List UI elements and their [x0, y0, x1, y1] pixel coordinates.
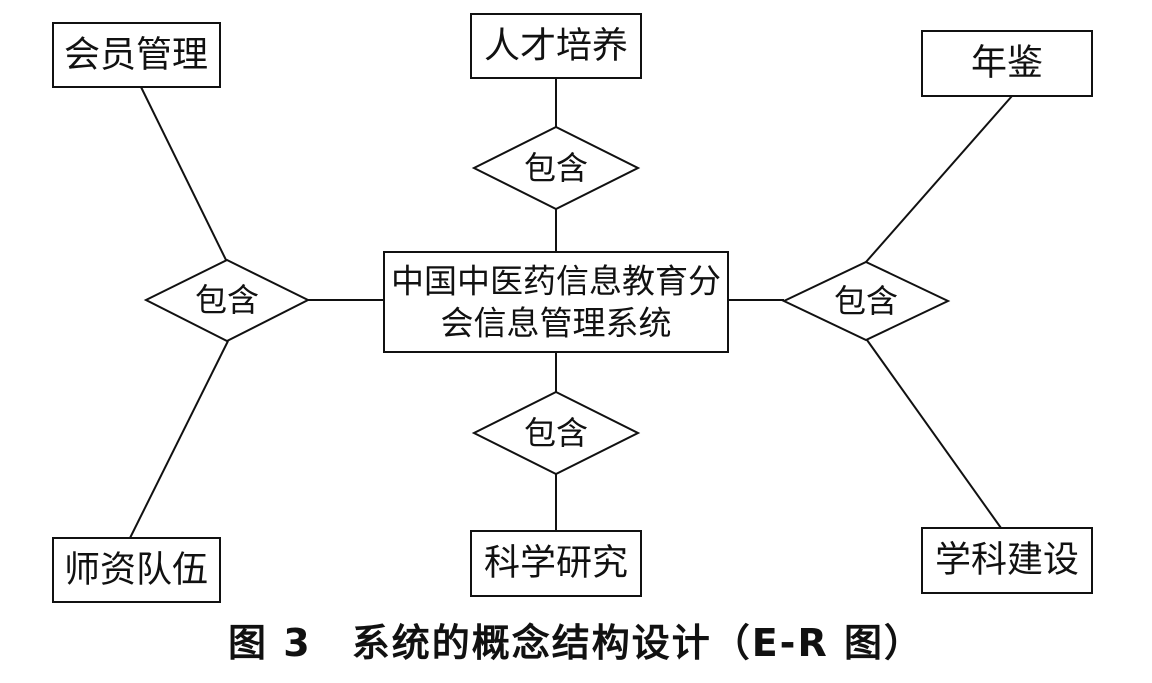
relation-right-diamond [781, 260, 951, 342]
entity-shizi-box [52, 537, 221, 603]
entity-keyan-label: 科学研究 [484, 543, 628, 584]
system-title-line1: 中国中医药信息教育分 [391, 262, 721, 301]
entity-nianjian-box [921, 30, 1093, 97]
edge-left-huiyuan [140, 86, 227, 261]
relation-top-label: 包含 [524, 149, 588, 187]
relation-bottom-diamond [471, 390, 641, 476]
relation-top-diamond [471, 125, 641, 211]
relation-bottom-label: 包含 [524, 414, 588, 452]
edge-right-nianjian [865, 95, 1013, 263]
entity-nianjian-label: 年鉴 [971, 43, 1043, 84]
relation-left-label: 包含 [195, 281, 259, 319]
system-title-line2: 会信息管理系统 [441, 304, 672, 343]
entity-shizi-label: 师资队伍 [64, 550, 208, 591]
entity-xueke-box [921, 527, 1093, 594]
relation-left-diamond [143, 258, 311, 343]
figure-caption: 图 3 系统的概念结构设计（E-R 图） [228, 621, 924, 665]
connectors [129, 78, 1013, 539]
entity-xueke-label: 学科建设 [935, 540, 1079, 581]
entity-huiyuan-label: 会员管理 [64, 35, 208, 76]
edge-left-shizi [129, 340, 229, 539]
entity-keyan-box [470, 530, 642, 597]
system-box [383, 251, 729, 353]
entity-rencai-label: 人才培养 [484, 26, 628, 67]
edge-right-xueke [866, 339, 1002, 529]
entity-huiyuan-box [52, 22, 221, 88]
entity-rencai-box [470, 13, 642, 79]
relation-right-label: 包含 [834, 282, 898, 320]
